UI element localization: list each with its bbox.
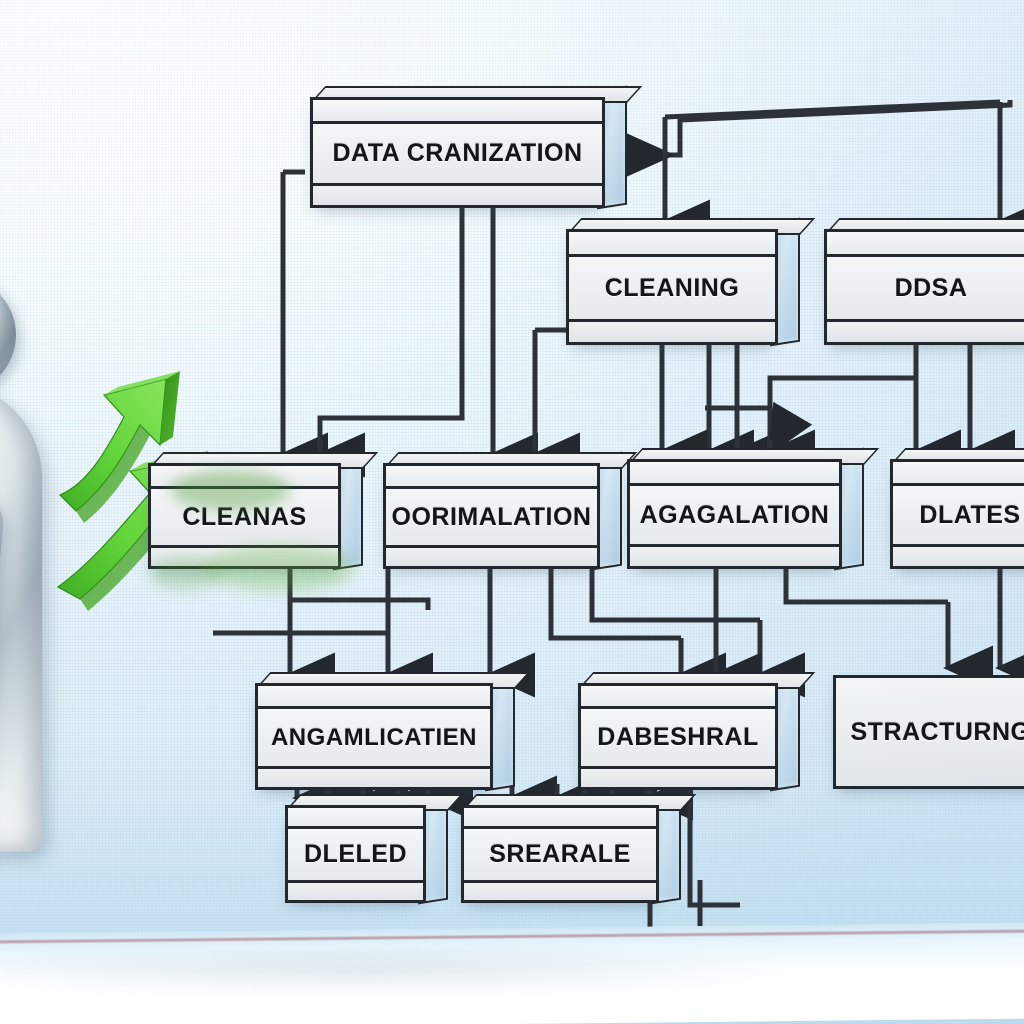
process-box-angamlicatien[interactable]: ANGAMLICATIEN bbox=[255, 671, 531, 792]
box-label: AGAGALATION bbox=[639, 500, 830, 529]
box-band-bottom bbox=[386, 545, 597, 566]
box-face: ANGAMLICATIEN bbox=[255, 683, 493, 790]
box-label-band: DLATES bbox=[893, 485, 1024, 545]
process-box-dabeshral[interactable]: DABESHRAL bbox=[578, 671, 816, 792]
box-face: STRACTURNG bbox=[833, 675, 1024, 789]
box-band-bottom bbox=[893, 544, 1024, 566]
box-label-band: OORIMALATION bbox=[386, 489, 597, 545]
box-label-band: CLEANING bbox=[569, 257, 775, 320]
figure-head bbox=[0, 276, 16, 394]
box-face: DATA CRANIZATION bbox=[310, 97, 605, 208]
box-face: CLEANING bbox=[566, 229, 778, 345]
edge-root-to-cleanas bbox=[278, 169, 328, 478]
box-band-top bbox=[581, 686, 775, 710]
box-label-band: STRACTURNG bbox=[836, 678, 1024, 786]
figure-torso bbox=[0, 382, 42, 852]
floor-reflection bbox=[0, 946, 1024, 990]
box-band-top bbox=[630, 462, 839, 486]
box-label: DATA CRANIZATION bbox=[332, 139, 583, 168]
edge-agagalation-down-bus bbox=[548, 563, 805, 698]
box-label: OORIMALATION bbox=[391, 502, 592, 531]
box-band-top bbox=[151, 466, 338, 489]
box-label-band: DATA CRANIZATION bbox=[313, 124, 602, 184]
edge-oorimalation-to-angamlicatien bbox=[292, 563, 535, 698]
box-band-top bbox=[288, 808, 423, 830]
box-face: SREARALE bbox=[461, 805, 659, 903]
green-growth-arrow-upper bbox=[58, 371, 180, 523]
box-label-band: SREARALE bbox=[464, 829, 656, 881]
process-box-agagalation[interactable]: AGAGALATION bbox=[627, 447, 880, 571]
box-band-bottom bbox=[288, 880, 423, 900]
box-label-band: DDSA bbox=[827, 257, 1024, 320]
box-label: ANGAMLICATIEN bbox=[270, 723, 478, 751]
box-band-top bbox=[827, 232, 1024, 257]
box-band-bottom bbox=[581, 765, 775, 787]
edge-ddsa-bus-to-agagalation bbox=[765, 375, 916, 475]
process-box-srearale[interactable]: SREARALE bbox=[461, 793, 697, 905]
human-silhouette-figure bbox=[0, 276, 148, 976]
box-label: STRACTURNG bbox=[850, 717, 1024, 746]
box-label-band: DABESHRAL bbox=[581, 709, 775, 766]
process-box-dlates[interactable]: DLATES bbox=[890, 448, 1024, 569]
box-band-bottom bbox=[630, 544, 839, 566]
box-band-bottom bbox=[569, 319, 775, 342]
box-face: DDSA bbox=[824, 229, 1024, 345]
box-face: CLEANAS bbox=[148, 463, 341, 569]
box-band-bottom bbox=[313, 183, 602, 205]
process-box-ddsa[interactable]: DDSA bbox=[824, 218, 1024, 345]
box-label-band: DLELED bbox=[288, 829, 423, 881]
process-box-dleled[interactable]: DLELED bbox=[285, 793, 464, 905]
edge-agagalation-to-dabeshral bbox=[711, 563, 948, 698]
box-face: AGAGALATION bbox=[627, 459, 842, 569]
process-box-stracturng[interactable]: STRACTURNG bbox=[833, 675, 1024, 789]
box-label: DLATES bbox=[919, 500, 1021, 529]
box-label-band: CLEANAS bbox=[151, 489, 338, 545]
box-band-top bbox=[569, 232, 775, 257]
box-band-top bbox=[258, 686, 490, 710]
box-face: DLELED bbox=[285, 805, 426, 903]
box-band-top bbox=[386, 466, 597, 489]
process-box-root[interactable]: DATA CRANIZATION bbox=[310, 85, 643, 210]
edge-root-to-cleanas-inner bbox=[315, 205, 465, 478]
box-band-bottom bbox=[827, 319, 1024, 342]
box-label: SREARALE bbox=[489, 840, 631, 869]
box-label-band: AGAGALATION bbox=[630, 485, 839, 545]
box-face: OORIMALATION bbox=[383, 463, 600, 569]
box-band-top bbox=[893, 462, 1024, 486]
edge-cleaning-to-oorimalation bbox=[530, 327, 580, 478]
process-box-cleaning[interactable]: CLEANING bbox=[566, 217, 816, 347]
box-label: CLEANAS bbox=[182, 502, 307, 531]
box-label: DLELED bbox=[304, 840, 407, 869]
box-label: DABESHRAL bbox=[597, 723, 759, 751]
edge-ddsa-to-dlates bbox=[911, 340, 1015, 475]
process-box-cleanas[interactable]: CLEANAS bbox=[148, 451, 379, 571]
box-band-top bbox=[464, 808, 656, 830]
box-label: CLEANING bbox=[604, 273, 740, 302]
box-band-bottom bbox=[151, 545, 338, 566]
box-band-bottom bbox=[258, 765, 490, 787]
box-label: DDSA bbox=[894, 273, 968, 302]
box-face: DLATES bbox=[890, 459, 1024, 569]
edge-root-to-cleaning bbox=[660, 99, 1001, 245]
process-box-oorimalation[interactable]: OORIMALATION bbox=[383, 451, 638, 571]
box-face: DABESHRAL bbox=[578, 683, 778, 790]
box-band-bottom bbox=[464, 880, 656, 900]
box-label-band: ANGAMLICATIEN bbox=[258, 709, 490, 766]
edge-dlates-to-stracturng bbox=[943, 563, 1024, 691]
box-band-top bbox=[313, 100, 602, 124]
